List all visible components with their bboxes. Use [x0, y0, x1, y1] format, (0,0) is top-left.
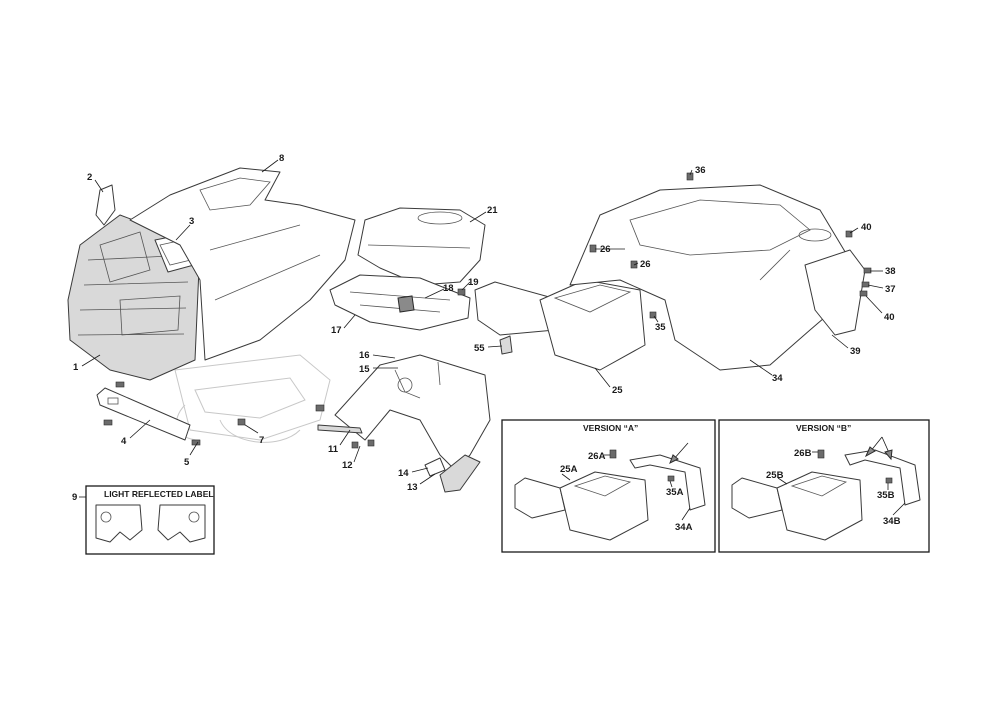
callout-35: 35	[655, 322, 666, 333]
callout-17: 17	[331, 325, 342, 336]
callout-25B: 25B	[766, 470, 784, 481]
callout-39: 39	[850, 346, 861, 357]
version-a-box: VERSION “A” 26A 25A 35A 34A	[501, 419, 716, 553]
callout-38: 38	[885, 266, 896, 277]
callout-34A: 34A	[675, 522, 693, 533]
version-b-title: VERSION “B”	[796, 423, 851, 433]
rod-11-part[interactable]	[317, 424, 363, 434]
callout-1: 1	[73, 362, 79, 373]
callout-40-upper: 40	[861, 222, 872, 233]
leader-lines	[81, 159, 884, 485]
callout-5: 5	[184, 457, 190, 468]
callout-13: 13	[407, 482, 418, 493]
ghost-chassis	[174, 354, 331, 443]
label-box-title: LIGHT REFLECTED LABEL	[104, 489, 214, 499]
callout-19: 19	[468, 277, 479, 288]
callout-3: 3	[189, 216, 194, 227]
callout-18: 18	[443, 283, 454, 294]
callout-40-lower: 40	[884, 312, 895, 323]
callout-26-lower: 26	[640, 259, 651, 270]
callouts: 1 2 3 8 4 5 7 17 18 19 21 16 15 11 12 14…	[72, 153, 896, 503]
version-a-title: VERSION “A”	[583, 423, 638, 433]
version-b-box-part	[776, 471, 863, 541]
callout-15: 15	[359, 364, 370, 375]
version-b-box: VERSION “B” 26B 25B 35B 34B	[718, 419, 930, 553]
plate-4-part[interactable]	[96, 387, 191, 441]
callout-21: 21	[487, 205, 498, 216]
label-left-part	[95, 504, 143, 543]
collector-box-part[interactable]	[474, 279, 646, 371]
clip-19-part[interactable]	[457, 288, 466, 296]
clips-13-14-part[interactable]	[424, 454, 481, 493]
bolts-rear-icon	[589, 172, 872, 319]
bolt-12-icon	[351, 439, 375, 449]
light-reflected-label-box: LIGHT REFLECTED LABEL	[79, 485, 215, 555]
callout-34B: 34B	[883, 516, 901, 527]
callout-26A: 26A	[588, 451, 606, 462]
callout-12: 12	[342, 460, 353, 471]
callout-16: 16	[359, 350, 370, 361]
callout-26B: 26B	[794, 448, 812, 459]
dashboard-cover-part[interactable]	[357, 207, 486, 286]
bolt-7-icon	[237, 404, 325, 434]
version-a-box-part	[559, 471, 649, 541]
callout-26-upper: 26	[600, 244, 611, 255]
callout-25A: 25A	[560, 464, 578, 475]
callout-7: 7	[259, 435, 264, 446]
callout-8: 8	[279, 153, 284, 164]
callout-11: 11	[328, 444, 339, 455]
label-right-part	[157, 504, 206, 543]
callout-55: 55	[474, 343, 485, 354]
callout-2: 2	[87, 172, 92, 183]
callout-36: 36	[695, 165, 706, 176]
callout-14: 14	[398, 468, 409, 479]
tray-17-part[interactable]	[329, 274, 471, 331]
callout-35A: 35A	[666, 487, 684, 498]
callout-37: 37	[885, 284, 896, 295]
knob-55-part[interactable]	[499, 335, 513, 355]
callout-4: 4	[121, 436, 127, 447]
callout-34: 34	[772, 373, 783, 384]
callout-9: 9	[72, 492, 77, 503]
callout-35B: 35B	[877, 490, 895, 501]
callout-25: 25	[612, 385, 623, 396]
bracket-2-part[interactable]	[95, 184, 116, 226]
hood-part[interactable]	[129, 167, 356, 361]
rear-bracket-part[interactable]	[804, 249, 866, 336]
